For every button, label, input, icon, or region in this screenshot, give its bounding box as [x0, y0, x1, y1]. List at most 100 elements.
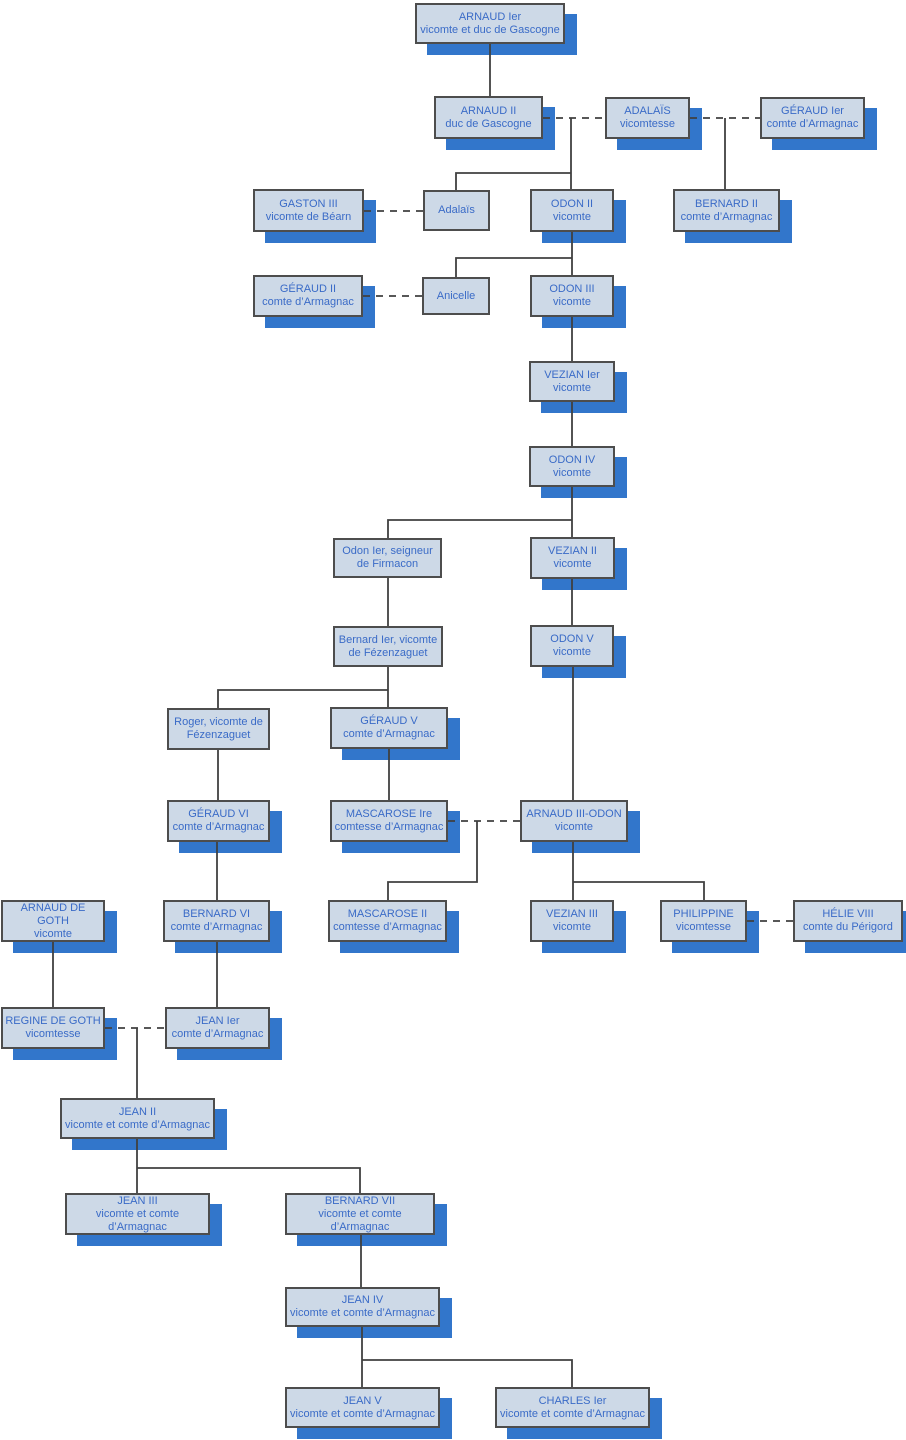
person-name: JEAN V	[343, 1394, 382, 1407]
person-name: Bernard Ier, vicomte	[338, 633, 438, 646]
person-title: comte d’Armagnac	[262, 296, 354, 308]
person-title: vicomte de Béarn	[265, 210, 352, 223]
person-name: Anicelle	[436, 289, 476, 302]
node-anicelle: Anicelle	[422, 277, 490, 315]
person-title: comte d’Armagnac	[172, 821, 265, 833]
person-name: JEAN IV	[341, 1294, 384, 1306]
person-name: ARNAUD Ier	[458, 10, 522, 23]
person-title: de Firmacon	[356, 558, 419, 570]
person-name: GÉRAUD II	[279, 283, 337, 295]
person-name: CHARLES Ier	[538, 1394, 607, 1407]
descent-line	[387, 519, 572, 538]
person-name: GASTON III	[279, 197, 338, 210]
person-name: BERNARD II	[695, 197, 758, 210]
person-name: BERNARD VII	[324, 1194, 396, 1207]
person-name: ODON III	[549, 283, 595, 295]
person-title: vicomte et duc de Gascogne	[420, 23, 560, 36]
descent-line	[217, 689, 388, 708]
person-title: comtesse d’Armagnac	[333, 921, 442, 933]
person-name: Odon Ier, seigneur	[342, 545, 433, 557]
person-name: HÉLIE VIII	[822, 908, 874, 920]
person-title: vicomte	[553, 921, 591, 933]
person-title: vicomte	[553, 558, 592, 570]
person-name: REGINE DE GOTH	[5, 1015, 101, 1027]
person-name: PHILIPPINE	[673, 908, 734, 920]
person-title: comte d’Armagnac	[766, 118, 859, 130]
person-title: comte d’Armagnac	[343, 728, 435, 740]
person-name: GÉRAUD Ier	[781, 105, 844, 117]
person-title: vicomte	[553, 381, 591, 394]
person-title: vicomtesse	[675, 921, 732, 933]
person-name: ADALAÏS	[624, 105, 671, 117]
person-title: vicomtesse	[25, 1028, 81, 1040]
person-name: ODON IV	[548, 453, 596, 466]
descent-line	[573, 881, 705, 900]
person-title: vicomte	[34, 927, 72, 940]
person-name: VEZIAN II	[548, 545, 597, 557]
descent-line	[137, 1167, 361, 1193]
person-title: vicomte	[555, 821, 593, 833]
person-title: vicomte	[553, 646, 591, 658]
descent-line	[455, 257, 572, 277]
person-title: vicomte et comte d’Armagnac	[500, 1407, 645, 1420]
person-name: Roger, vicomte de	[174, 716, 263, 728]
person-name: ARNAUD II	[460, 104, 517, 117]
node-adalais: Adalaïs	[423, 190, 490, 231]
descent-line	[455, 172, 571, 190]
person-title: vicomte	[553, 466, 591, 479]
person-title: comte du Périgord	[803, 921, 893, 933]
person-name: ODON II	[550, 197, 594, 210]
person-name: ARNAUD III-ODON	[526, 808, 622, 820]
person-name: ODON V	[550, 633, 594, 645]
person-name: Adalaïs	[438, 204, 475, 216]
person-title: comte d’Armagnac	[680, 210, 773, 223]
person-name: ARNAUD DE GOTH	[20, 901, 86, 927]
person-name: JEAN II	[118, 1105, 157, 1118]
person-name: GÉRAUD VI	[188, 808, 249, 820]
person-name: JEAN Ier	[195, 1015, 240, 1027]
person-name: BERNARD VI	[182, 908, 251, 920]
person-title: de Fézenzaguet	[348, 646, 428, 659]
person-title: vicomte et comte d’Armagnac	[290, 1307, 435, 1319]
person-title: vicomte et comte d’Armagnac	[318, 1207, 402, 1233]
person-title: comte d’Armagnac	[171, 1028, 264, 1040]
descent-line	[362, 1359, 573, 1387]
person-title: vicomte et comte d’Armagnac	[290, 1407, 435, 1420]
person-title: duc de Gascogne	[445, 117, 532, 130]
person-title: comte d’Armagnac	[170, 921, 263, 933]
